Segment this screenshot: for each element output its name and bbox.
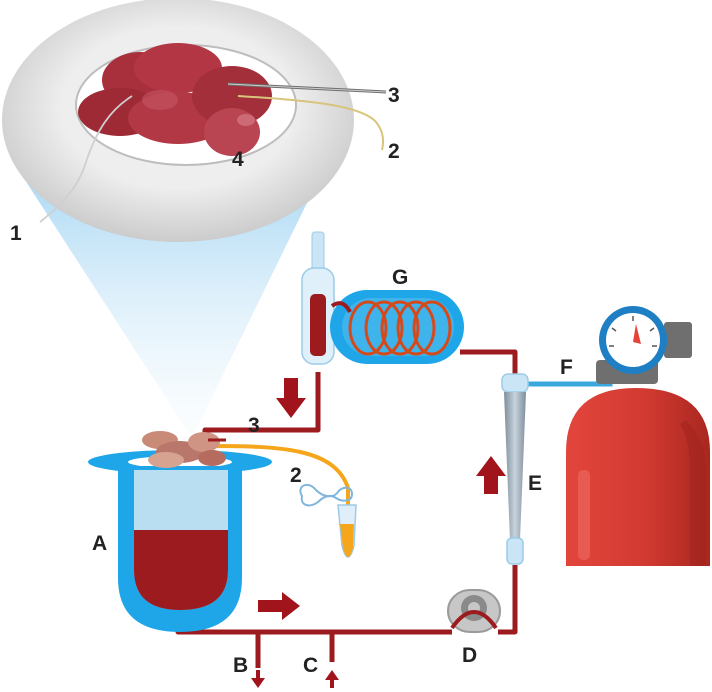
label-e: E [528, 472, 542, 495]
label-c: C [303, 654, 318, 677]
bubble-trap-e [501, 373, 529, 565]
label-a: A [92, 532, 107, 555]
label-f: F [560, 356, 573, 379]
gas-cylinder-icon [566, 360, 710, 566]
pressure-gauge-icon [599, 306, 692, 374]
liver-icon [142, 431, 226, 468]
bile-tube [209, 444, 350, 512]
magnified-liver-icon [2, 0, 387, 242]
bubble-trap-icon [301, 231, 335, 365]
collection-tube-icon [299, 483, 357, 558]
label-inset-3: 3 [388, 84, 400, 107]
label-b: B [233, 654, 248, 677]
reservoir-a [88, 450, 272, 632]
label-tube-3: 3 [248, 414, 260, 437]
label-inset-2: 2 [388, 140, 400, 163]
label-d: D [462, 644, 477, 667]
label-inset-1: 1 [10, 222, 22, 245]
flow-arrows [251, 378, 506, 688]
label-inset-4: 4 [232, 148, 244, 171]
label-tube-2: 2 [290, 464, 302, 487]
peristaltic-pump-icon [447, 589, 501, 633]
heat-exchanger-coil-icon [330, 290, 464, 364]
label-g: G [392, 266, 408, 289]
